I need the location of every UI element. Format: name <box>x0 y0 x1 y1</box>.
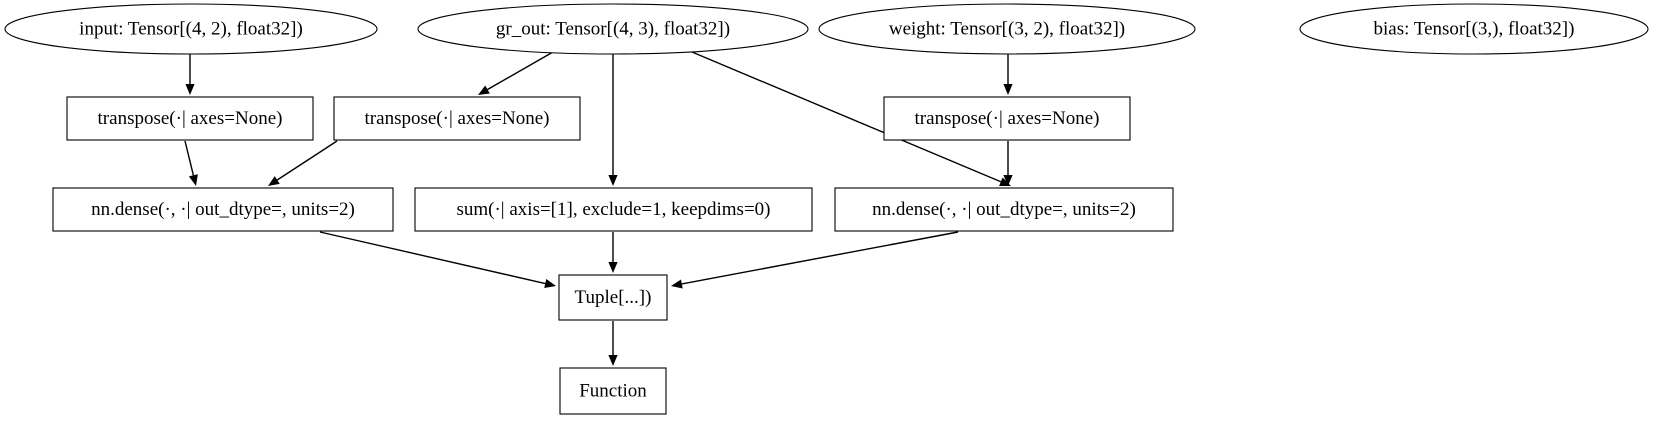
graph-node-transpose_input[interactable]: transpose(·| axes=None) <box>66 96 314 141</box>
edge-sum-to-tuple <box>608 232 618 273</box>
graph-node-function[interactable]: Function <box>559 367 667 415</box>
edge-dense_left-to-tuple <box>319 231 556 289</box>
edge-arrowhead <box>608 175 618 186</box>
edge-arrowhead <box>608 355 618 366</box>
node-label-tuple: Tuple[...]) <box>575 287 652 308</box>
node-label-gr_out: gr_out: Tensor[(4, 3), float32]) <box>496 18 730 39</box>
graph-node-weight[interactable]: weight: Tensor[(3, 2), float32]) <box>818 3 1196 55</box>
edge-arrowhead <box>268 176 280 186</box>
edge-gr_out-to-transpose_gr_out <box>478 51 554 95</box>
edge-dense_right-to-tuple <box>671 231 959 289</box>
node-box <box>66 96 314 141</box>
graph-node-sum[interactable]: sum(·| axis=[1], exclude=1, keepdims=0) <box>414 187 813 232</box>
node-box <box>883 96 1131 141</box>
graph-node-tuple[interactable]: Tuple[...]) <box>558 274 668 321</box>
edge-arrowhead <box>1003 84 1013 95</box>
graph-node-bias[interactable]: bias: Tensor[(3,), float32]) <box>1299 3 1649 55</box>
edge-tuple-to-function <box>608 321 618 366</box>
edge-gr_out-to-sum <box>608 54 618 186</box>
edge-arrowhead <box>1003 175 1013 186</box>
edge-transpose_input-to-dense_left <box>184 140 198 186</box>
node-label-function: Function <box>579 380 647 401</box>
edge-weight-to-transpose_weight <box>1003 54 1013 95</box>
graph-node-dense_right[interactable]: nn.dense(·, ·| out_dtype=, units=2) <box>834 187 1174 232</box>
nodes-layer: input: Tensor[(4, 2), float32]) gr_out: T… <box>4 3 1649 415</box>
edge-line <box>319 231 546 285</box>
node-box <box>558 274 668 321</box>
node-label-bias: bias: Tensor[(3,), float32]) <box>1374 18 1575 39</box>
node-label-transpose_input: transpose(·| axes=None) <box>98 108 283 129</box>
edge-transpose_gr_out-to-dense_left <box>268 140 338 186</box>
edge-arrowhead <box>185 84 195 95</box>
node-label-input: input: Tensor[(4, 2), float32]) <box>79 18 303 39</box>
edge-arrowhead <box>608 262 618 273</box>
edge-line <box>487 51 554 91</box>
node-label-dense_right: nn.dense(·, ·| out_dtype=, units=2) <box>872 199 1136 220</box>
edge-arrowhead <box>671 279 683 289</box>
node-box <box>559 367 667 415</box>
edge-arrowhead <box>544 279 556 289</box>
node-label-transpose_gr_out: transpose(·| axes=None) <box>365 108 550 129</box>
node-ellipse <box>1299 3 1649 55</box>
node-label-sum: sum(·| axis=[1], exclude=1, keepdims=0) <box>456 199 770 220</box>
edges-layer <box>184 51 1013 366</box>
edge-arrowhead <box>188 174 198 186</box>
edge-line <box>276 140 338 181</box>
graph-node-transpose_weight[interactable]: transpose(·| axes=None) <box>883 96 1131 141</box>
node-label-transpose_weight: transpose(·| axes=None) <box>915 108 1100 129</box>
node-ellipse <box>417 3 809 55</box>
graph-node-gr_out[interactable]: gr_out: Tensor[(4, 3), float32]) <box>417 3 809 55</box>
edge-input-to-transpose_input <box>185 54 195 95</box>
graph-node-input[interactable]: input: Tensor[(4, 2), float32]) <box>4 3 378 55</box>
graph-node-dense_left[interactable]: nn.dense(·, ·| out_dtype=, units=2) <box>52 187 394 232</box>
node-box <box>333 96 581 141</box>
node-box <box>52 187 394 232</box>
edge-line <box>184 140 195 176</box>
edge-arrowhead <box>478 85 490 95</box>
edge-transpose_weight-to-dense_right <box>1003 141 1013 186</box>
node-label-weight: weight: Tensor[(3, 2), float32]) <box>889 18 1125 39</box>
node-box <box>834 187 1174 232</box>
edge-line <box>691 51 1002 183</box>
edge-line <box>681 231 959 285</box>
node-ellipse <box>4 3 378 55</box>
node-box <box>414 187 813 232</box>
graph-node-transpose_gr_out[interactable]: transpose(·| axes=None) <box>333 96 581 141</box>
node-label-dense_left: nn.dense(·, ·| out_dtype=, units=2) <box>91 199 355 220</box>
node-ellipse <box>818 3 1196 55</box>
